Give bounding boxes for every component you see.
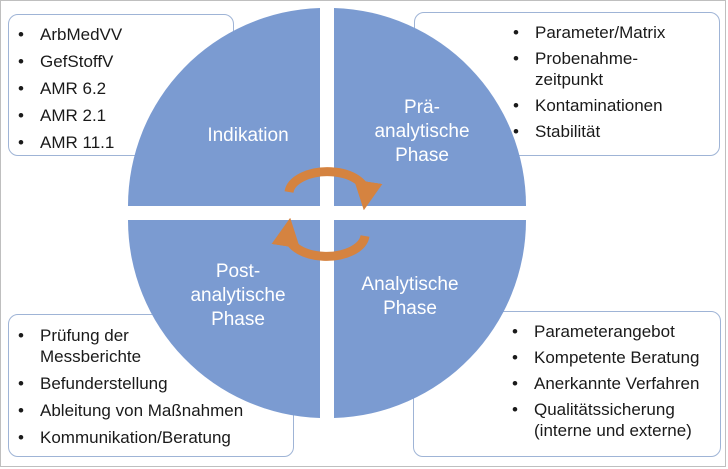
list-item: ArbMedVV	[18, 24, 122, 45]
list-item: Stabilität	[513, 121, 665, 142]
label-analytische-phase: Analytische Phase	[330, 273, 490, 321]
label-line: Post-	[215, 261, 261, 282]
list-item: Befunderstellung	[18, 373, 243, 394]
list-item: Qualitätssicherung (interne und externe)	[512, 399, 699, 441]
list-item: AMR 6.2	[18, 78, 122, 99]
list-item: Kommunikation/Beratung	[18, 427, 243, 448]
list-item: Anerkannte Verfahren	[512, 373, 699, 394]
list-item: Probenahme- zeitpunkt	[513, 48, 665, 90]
cycle-arrow-bottom-icon	[271, 217, 370, 261]
list-item: AMR 2.1	[18, 105, 122, 126]
label-line: Phase	[211, 309, 265, 330]
list-postanalytics: Prüfung der Messberichte Befunderstellun…	[18, 325, 243, 454]
list-analytics: Parameterangebot Kompetente Beratung Ane…	[512, 321, 699, 446]
quadrant-bottom-left	[127, 220, 320, 418]
list-item: AMR 11.1	[18, 132, 122, 153]
list-item: Ableitung von Maßnahmen	[18, 400, 243, 421]
list-regulations: ArbMedVV GefStoffV AMR 6.2 AMR 2.1 AMR 1…	[18, 24, 122, 159]
label-praeanalytische-phase: Prä- analytische Phase	[342, 96, 502, 168]
list-item: Parameter/Matrix	[513, 22, 665, 43]
list-item: Parameterangebot	[512, 321, 699, 342]
list-preanalytics: Parameter/Matrix Probenahme- zeitpunkt K…	[513, 22, 665, 147]
label-line: Analytische	[361, 274, 459, 295]
label-indikation: Indikation	[207, 125, 289, 146]
label-line: Phase	[383, 298, 437, 319]
list-item: GefStoffV	[18, 51, 122, 72]
label-line: analytische	[190, 285, 286, 306]
label-line: Prä-	[404, 97, 440, 118]
quadrant-top-left	[127, 8, 321, 206]
cycle-arrow-top-icon	[284, 167, 383, 211]
label-line: Phase	[395, 145, 449, 166]
list-item: Prüfung der Messberichte	[18, 325, 243, 367]
quadrant-bottom-right	[334, 220, 526, 418]
label-postanalytische-phase: Post- analytische Phase	[158, 260, 318, 332]
label-line: analytische	[374, 121, 470, 142]
quadrant-top-right	[334, 8, 526, 206]
list-item: Kompetente Beratung	[512, 347, 699, 368]
list-item: Kontaminationen	[513, 95, 665, 116]
